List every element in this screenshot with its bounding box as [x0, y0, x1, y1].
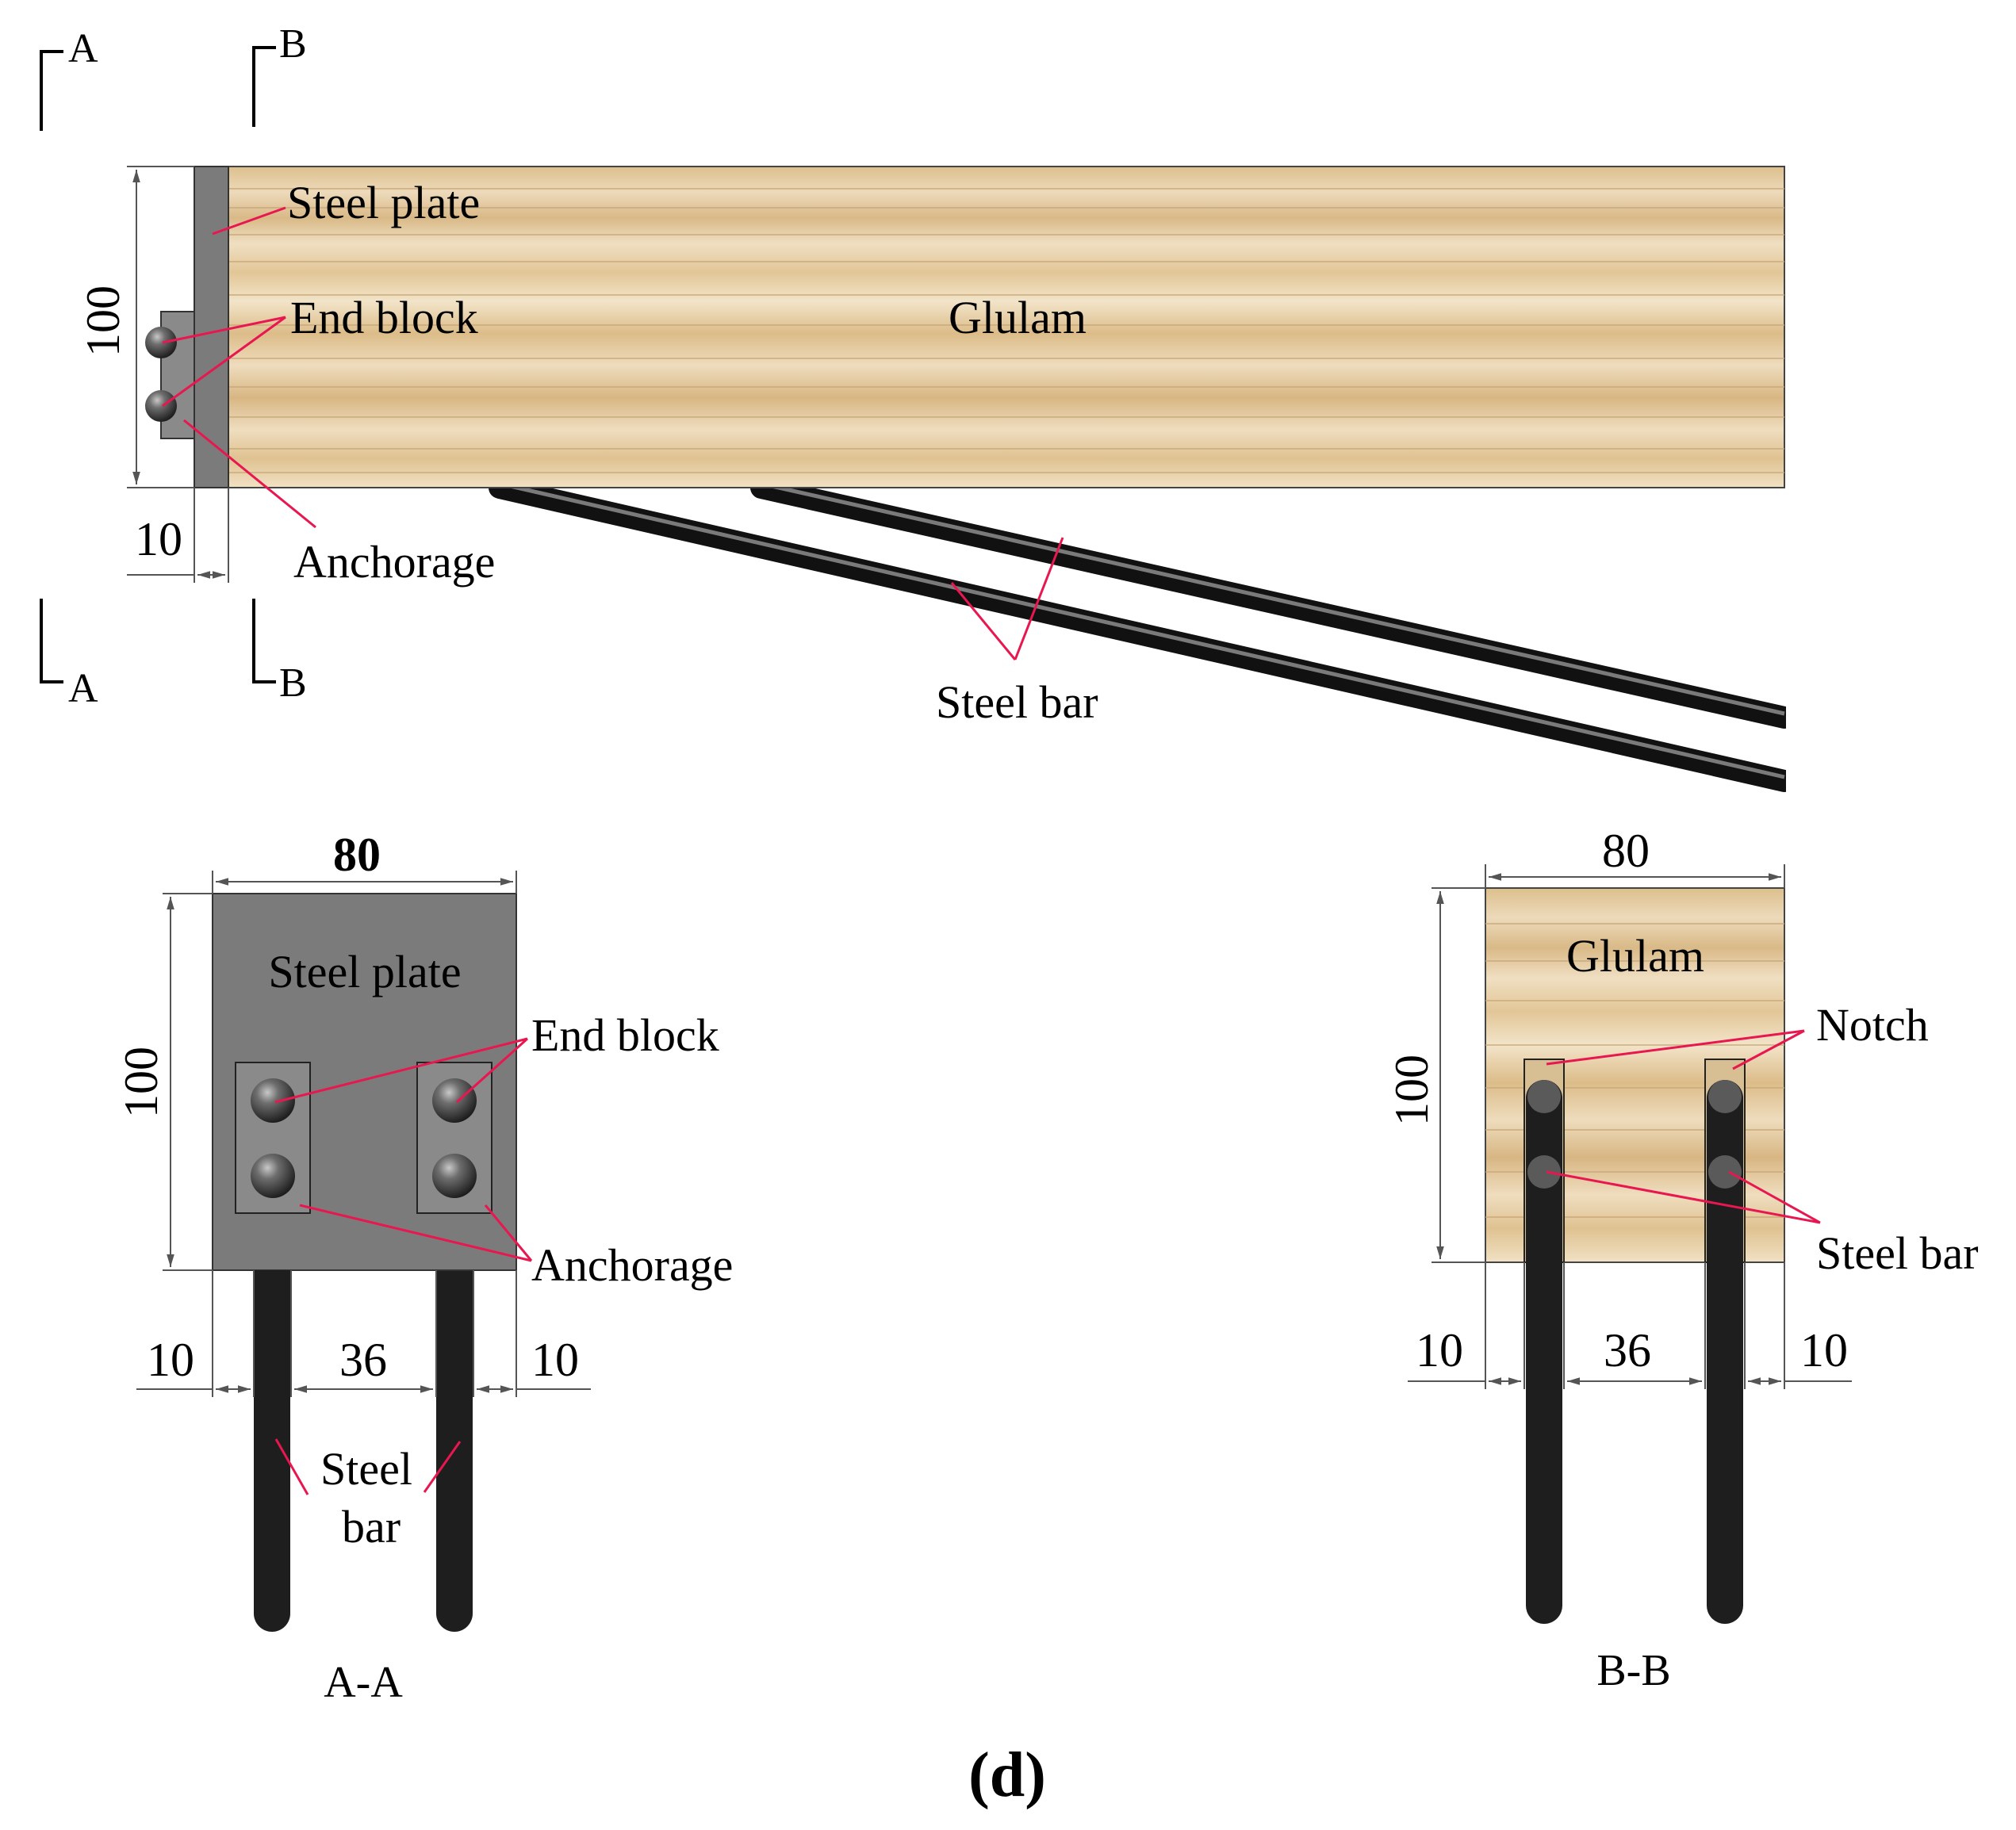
label-anchorage-elevation: Anchorage	[293, 536, 495, 588]
bar-end-bb-3	[1708, 1080, 1742, 1113]
label-steel-plate-elevation: Steel plate	[287, 177, 480, 228]
section-aa-title: A-A	[324, 1658, 403, 1707]
bar-end-bb-4	[1708, 1155, 1742, 1189]
label-steel-bar-bb: Steel bar	[1816, 1227, 1979, 1279]
section-bb: 80 100 10 36 10 Glulam	[1386, 825, 1979, 1695]
dim-middle-bb-label: 36	[1604, 1324, 1651, 1376]
leader-end-block-aa-right	[455, 1037, 529, 1104]
leader-steel-bar-upper-elevation	[1014, 537, 1064, 660]
leader-notch-bb-left	[1546, 1029, 1805, 1066]
section-mark-b-bottom: B	[252, 599, 307, 706]
label-notch-bb: Notch	[1816, 999, 1929, 1051]
dim-left-bb-label: 10	[1416, 1324, 1463, 1376]
glulam-beam	[228, 166, 1785, 488]
section-bb-title: B-B	[1596, 1646, 1670, 1695]
dim-plate-thickness-label: 10	[135, 513, 182, 565]
leader-steel-bar-bb-left	[1546, 1170, 1821, 1224]
section-mark-b-top-label: B	[279, 21, 307, 67]
section-mark-a-bottom: A	[40, 599, 98, 711]
leader-anchorage-aa-left	[299, 1204, 532, 1262]
dim-bottom-aa: 10 36 10	[136, 1270, 591, 1397]
end-block-aa-2	[251, 1154, 295, 1198]
end-block-aa-4	[432, 1154, 477, 1198]
dim-height-elevation-label: 100	[77, 285, 129, 357]
dim-height-bb-label: 100	[1386, 1055, 1438, 1126]
steel-bar-lower	[489, 477, 1796, 792]
leader-steel-bar-lower-elevation	[950, 582, 1017, 660]
bar-end-bb-1	[1527, 1080, 1561, 1113]
dim-middle-aa-label: 36	[339, 1334, 387, 1386]
leader-steel-bar-aa-left	[274, 1438, 309, 1495]
section-aa: 80 100 10 36 10 Steel plate	[115, 829, 733, 1707]
leader-anchorage-elevation	[183, 419, 316, 529]
label-glulam-elevation: Glulam	[949, 292, 1087, 343]
leader-end-block-upper-elevation	[162, 316, 286, 344]
leader-notch-bb-right	[1732, 1029, 1805, 1070]
dim-bottom-bb: 10 36 10	[1408, 1262, 1852, 1389]
label-end-block-elevation: End block	[290, 292, 478, 343]
dim-right-aa-label: 10	[531, 1334, 579, 1386]
dim-width-bb: 80	[1485, 825, 1785, 888]
steel-plate-elevation	[194, 166, 229, 488]
dim-height-aa: 100	[115, 893, 213, 1271]
label-glulam-bb: Glulam	[1566, 930, 1704, 982]
dim-plate-thickness: 10	[127, 488, 229, 583]
steel-bar-lower-highlight	[502, 482, 1785, 779]
steel-bars-elevation	[489, 477, 1834, 809]
dim-height-aa-label: 100	[115, 1047, 167, 1118]
label-anchorage-aa: Anchorage	[531, 1239, 733, 1291]
dim-left-aa-label: 10	[147, 1334, 194, 1386]
section-mark-a-bottom-label: A	[68, 666, 98, 711]
glulam-grain-lines	[228, 188, 1784, 473]
leader-end-block-lower-elevation	[162, 316, 286, 408]
leader-end-block-aa-left	[274, 1037, 528, 1104]
bar-end-bb-2	[1527, 1155, 1561, 1189]
steel-bar-upper-highlight	[764, 482, 1785, 716]
elevation-view: A B A B	[40, 21, 1834, 809]
dim-width-aa: 80	[212, 829, 517, 894]
label-steel-plate-aa: Steel plate	[268, 946, 461, 997]
label-steel-bar-elevation: Steel bar	[936, 676, 1098, 728]
section-mark-b-top: B	[252, 21, 307, 127]
bar-cut-mask	[1786, 682, 1834, 809]
dim-width-aa-label: 80	[333, 829, 381, 881]
dim-width-bb-label: 80	[1602, 825, 1650, 877]
label-steel-bar-aa-line2: bar	[342, 1501, 401, 1552]
dim-right-bb-label: 10	[1800, 1324, 1848, 1376]
section-mark-a-top: A	[40, 26, 98, 131]
leader-steel-bar-bb-right	[1728, 1170, 1821, 1224]
dim-height-bb: 100	[1386, 887, 1485, 1263]
leader-steel-plate-elevation	[212, 206, 286, 235]
section-mark-b-bottom-label: B	[279, 660, 307, 706]
label-steel-bar-aa-line1: Steel	[320, 1443, 412, 1495]
end-block-lower-elevation	[145, 390, 177, 422]
end-block-aa-3	[432, 1078, 477, 1123]
label-end-block-aa: End block	[531, 1009, 719, 1061]
figure-label: (d)	[968, 1740, 1046, 1810]
steel-bar-upper	[750, 477, 1796, 729]
end-block-upper-elevation	[145, 327, 177, 358]
section-mark-a-top-label: A	[68, 26, 98, 71]
leader-steel-bar-aa-right	[423, 1441, 462, 1493]
dim-height-elevation: 100	[77, 166, 194, 488]
leader-anchorage-aa-right	[484, 1204, 533, 1261]
end-block-aa-1	[251, 1078, 295, 1123]
